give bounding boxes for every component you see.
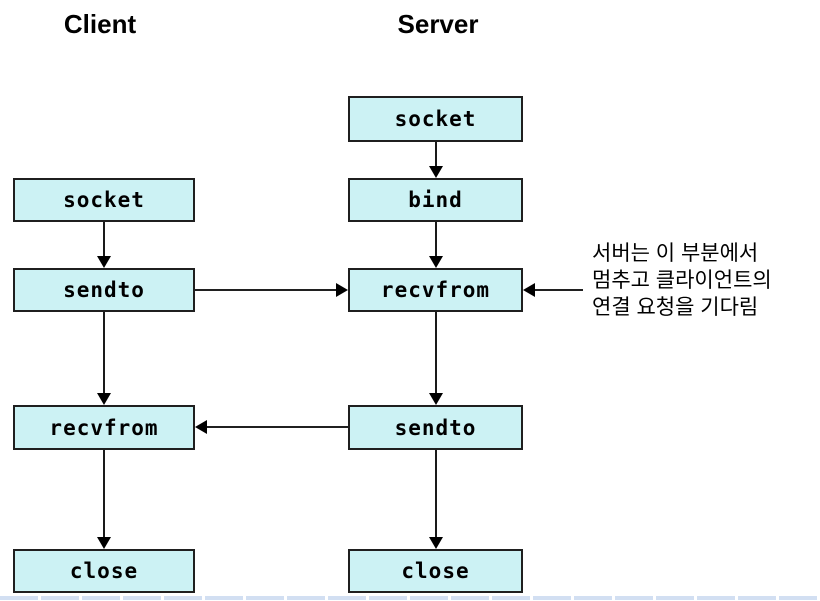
annotation-line-3: 연결 요청을 기다림 [592,296,759,319]
arrow-server-sendto-to-client-recvfrom [195,420,348,434]
arrow-server-socket-to-bind [429,142,443,178]
arrow-client-sendto-to-recvfrom [97,312,111,405]
client-close-box: close [13,549,195,593]
annotation-line-2: 멈추고 클라이언트의 [592,269,772,292]
server-bind-box: bind [348,178,523,222]
server-wait-annotation: 서버는 이 부분에서 멈추고 클라이언트의 연결 요청을 기다림 [592,240,772,321]
arrow-client-socket-to-sendto [97,222,111,268]
arrow-client-sendto-to-server-recvfrom [195,283,348,297]
arrow-server-sendto-to-close [429,450,443,549]
annotation-line-1: 서버는 이 부분에서 [592,242,759,265]
server-socket-box: socket [348,96,523,142]
client-column-title: Client [63,9,137,39]
arrow-annotation-to-server-recvfrom [523,283,583,297]
arrow-client-recvfrom-to-close [97,450,111,549]
server-close-box: close [348,549,523,593]
server-sendto-box: sendto [348,405,523,450]
client-sendto-box: sendto [13,268,195,312]
server-column-title: Server [397,9,479,39]
client-recvfrom-box: recvfrom [13,405,195,450]
arrow-server-bind-to-recvfrom [429,222,443,268]
server-recvfrom-box: recvfrom [348,268,523,312]
client-socket-box: socket [13,178,195,222]
arrow-server-recvfrom-to-sendto [429,312,443,405]
bottom-edge-strip [0,596,820,600]
